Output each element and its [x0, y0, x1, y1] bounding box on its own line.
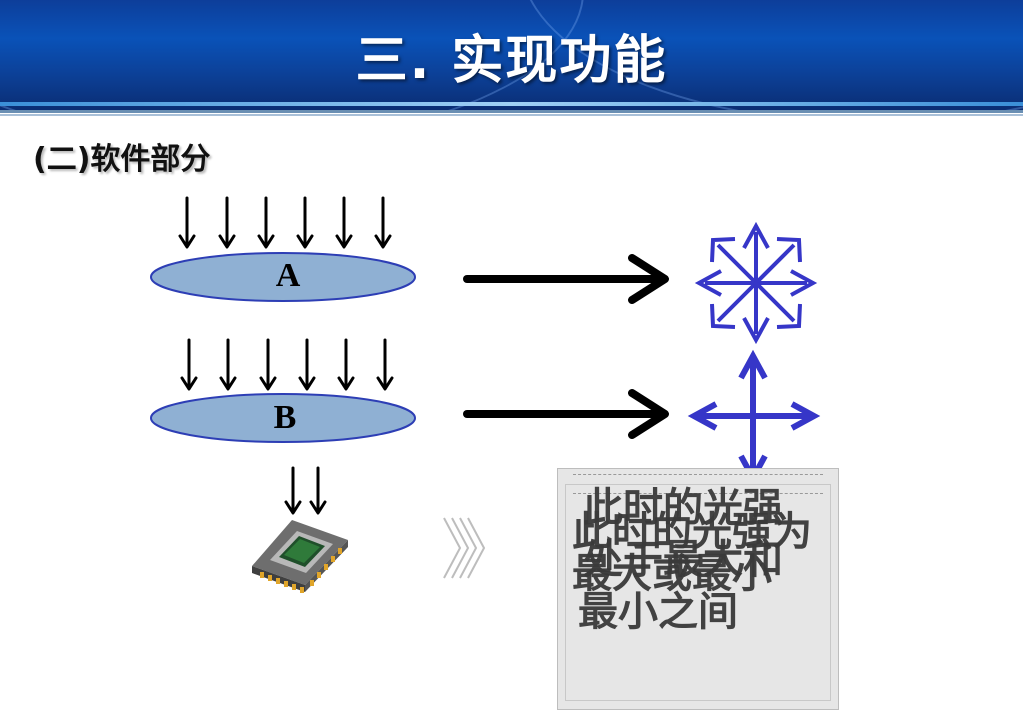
header-banner: 三. 实现功能: [0, 0, 1023, 110]
text-box-inner: [565, 484, 831, 701]
chevron-right-icon: [443, 517, 486, 579]
down-arrow-icon: [298, 338, 316, 391]
down-arrow-icon: [218, 196, 236, 249]
down-arrow-icon: [178, 196, 196, 249]
down-arrows-chip: [284, 466, 327, 515]
text-box: [557, 468, 839, 710]
down-arrows-b: [180, 338, 394, 391]
header-divider: [0, 114, 1023, 116]
down-arrow-icon: [180, 338, 198, 391]
down-arrow-icon: [376, 338, 394, 391]
textbox-line-5: 最小之间: [578, 589, 738, 635]
ellipse-b: [150, 393, 416, 443]
down-arrow-icon: [257, 196, 275, 249]
right-arrow-icon: [463, 254, 669, 304]
header-divider: [0, 110, 1023, 113]
header-divider: [0, 102, 1023, 106]
dashed-divider: [573, 474, 823, 475]
eight-way-arrow-icon: [694, 221, 818, 345]
right-arrow-icon: [463, 389, 669, 439]
four-way-arrow-icon: [687, 349, 821, 485]
ellipse-b-label: B: [274, 399, 297, 436]
textbox-line-3: 处于最大和: [583, 537, 783, 583]
sensor-chip-icon: [252, 520, 348, 593]
textbox-line-4: 最大或最小: [572, 551, 772, 597]
page-title: 三. 实现功能: [355, 31, 668, 91]
ellipse-a-label: A: [276, 257, 301, 294]
down-arrow-icon: [219, 338, 237, 391]
down-arrow-icon: [374, 196, 392, 249]
textbox-line-2: 此时的光强为: [572, 509, 812, 555]
down-arrows-a: [178, 196, 392, 249]
down-arrow-icon: [309, 466, 327, 515]
down-arrow-icon: [296, 196, 314, 249]
down-arrow-icon: [284, 466, 302, 515]
ellipse-a: [150, 252, 416, 302]
down-arrow-icon: [337, 338, 355, 391]
down-arrow-icon: [335, 196, 353, 249]
textbox-line-1: 此时的光强: [583, 485, 783, 531]
down-arrow-icon: [259, 338, 277, 391]
section-title: (二)软件部分: [33, 142, 211, 177]
dashed-divider: [573, 493, 823, 494]
